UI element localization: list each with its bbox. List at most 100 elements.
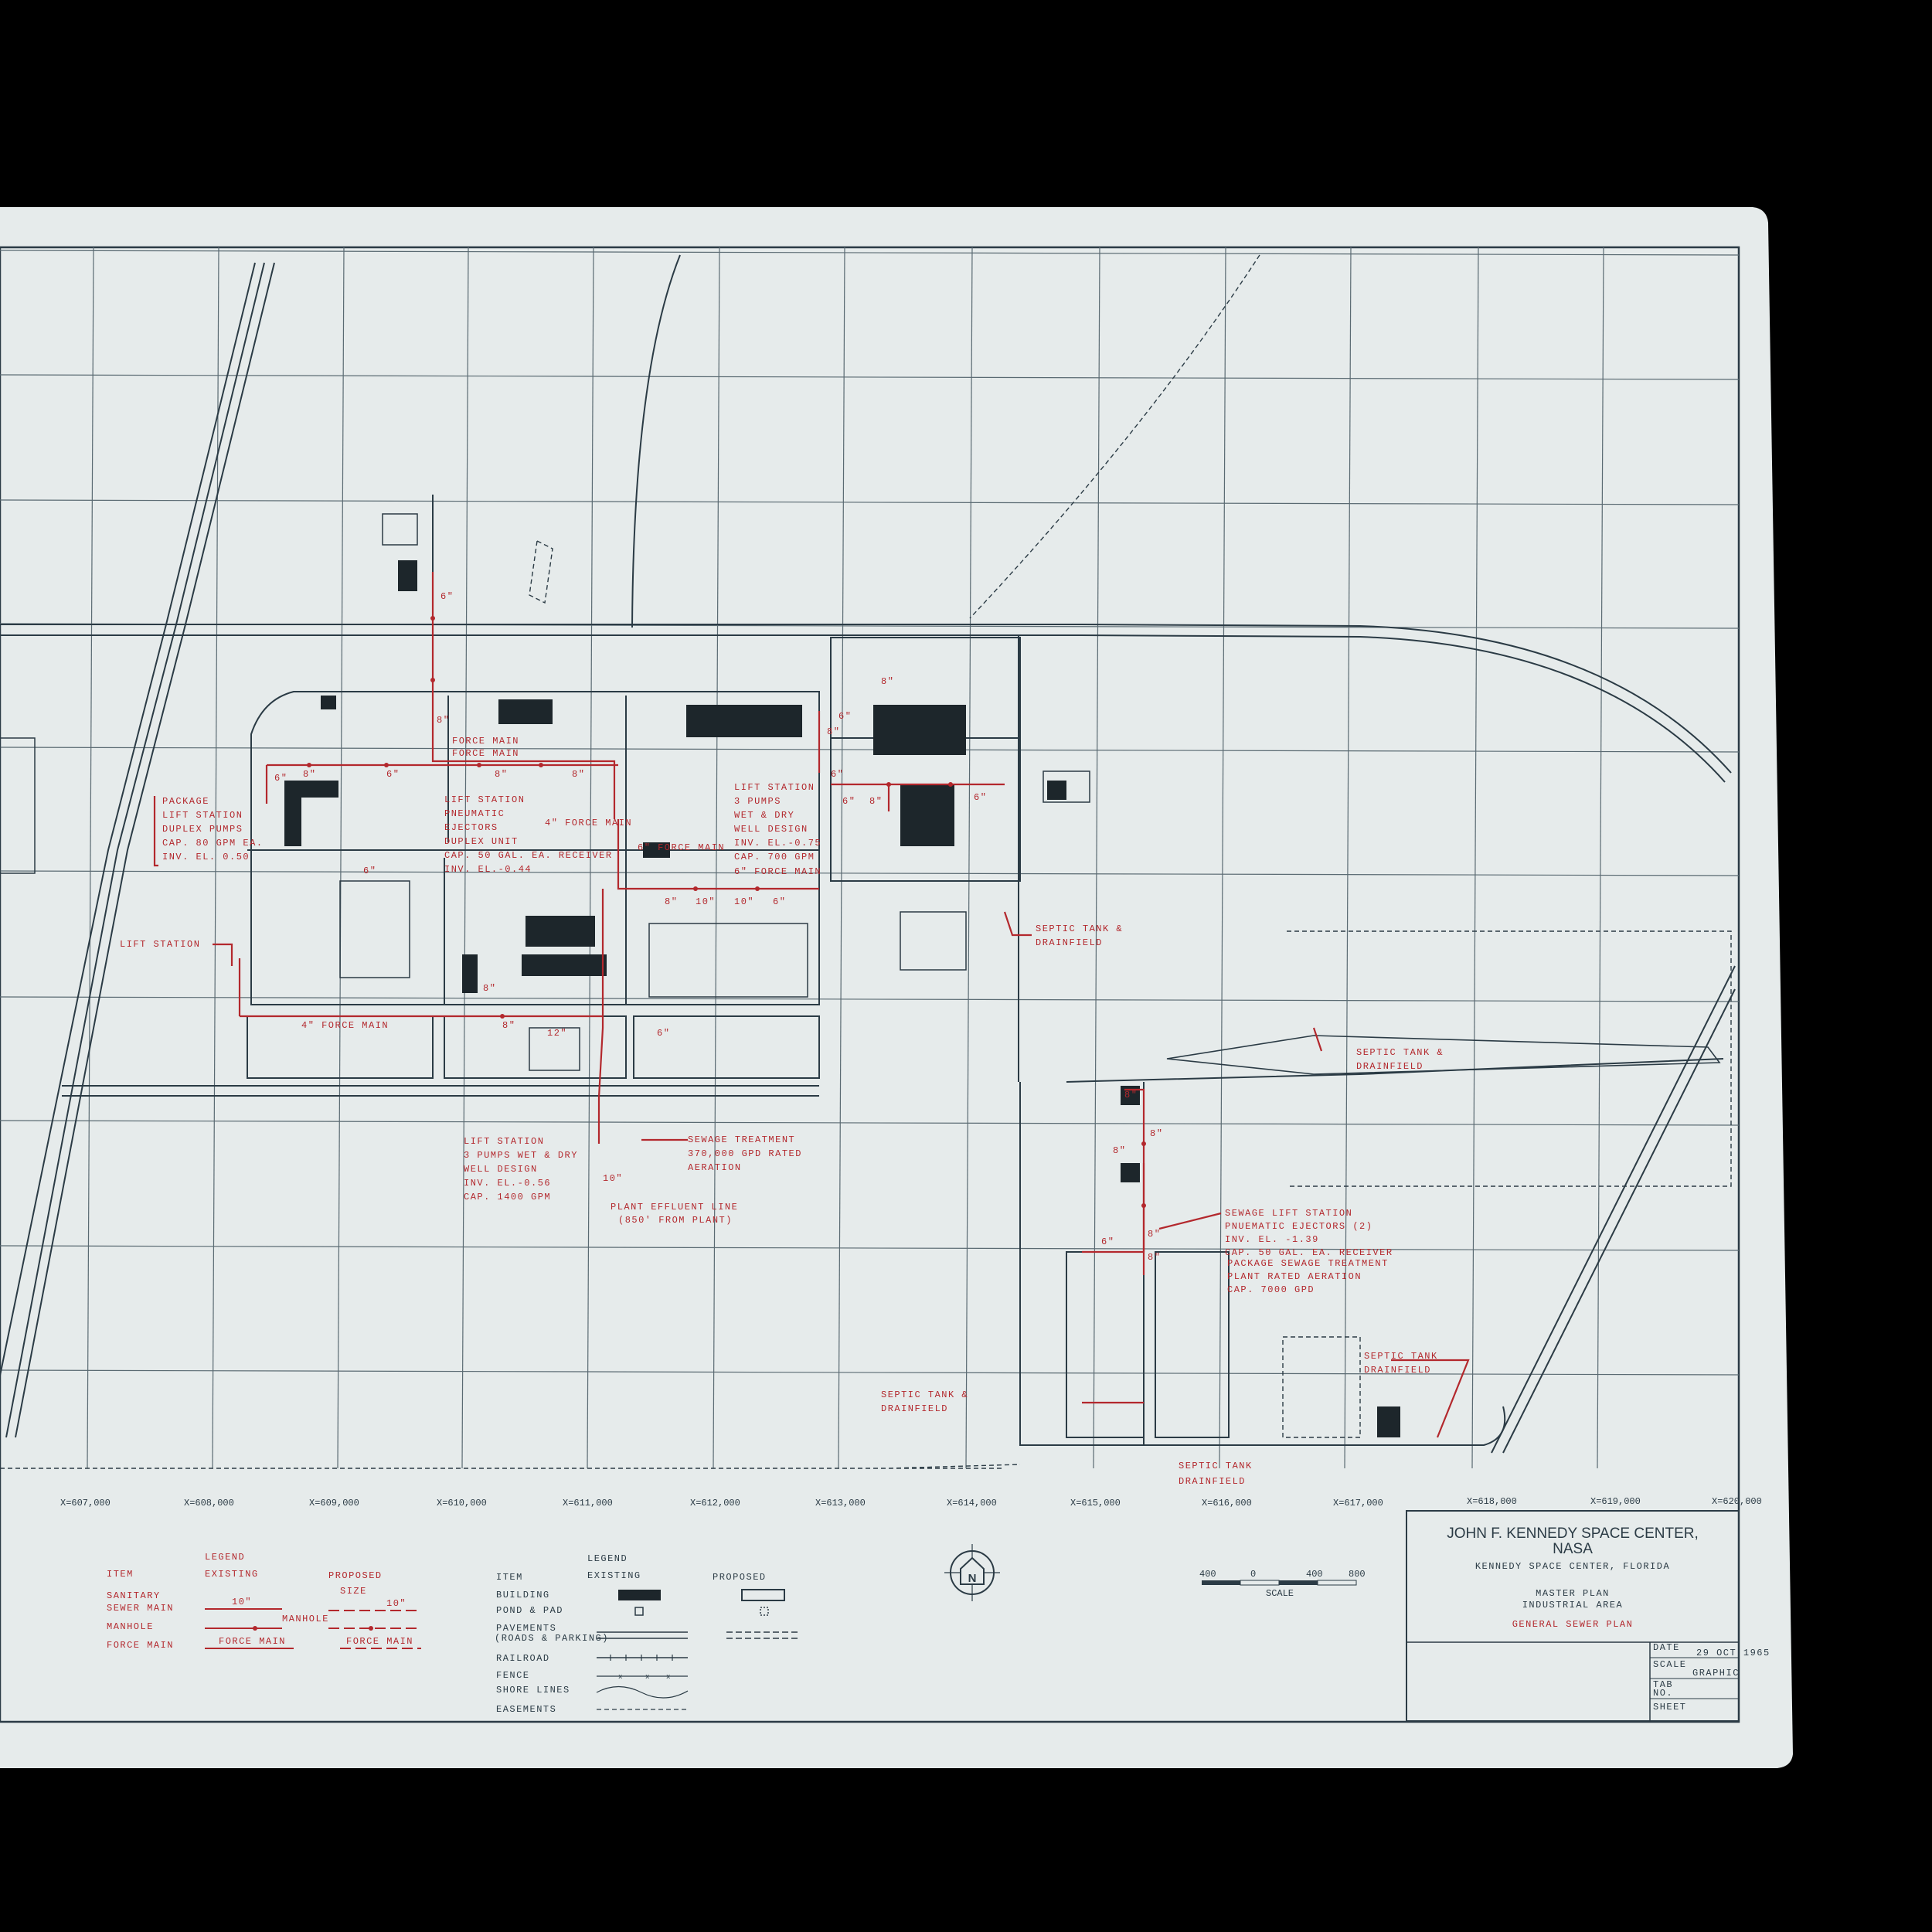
grid-x-label: X=611,000 (563, 1498, 613, 1509)
title-location: KENNEDY SPACE CENTER, FLORIDA (1475, 1561, 1670, 1572)
sewer-row3: FORCE MAIN (107, 1640, 174, 1651)
general-legend: LEGEND ITEM EXISTING PROPOSED BUILDING P… (495, 1553, 800, 1715)
building-outline (529, 1027, 580, 1071)
septic2-label: SEPTIC TANK &DRAINFIELD (1356, 1047, 1444, 1072)
sewer-legend: LEGEND ITEM EXISTING PROPOSED SIZE SANIT… (107, 1552, 421, 1651)
pipe-size: 8" (665, 896, 678, 907)
sewer-row1-existing: 10" (232, 1597, 252, 1607)
building-outline (900, 911, 967, 971)
pipe-size: 8" (437, 715, 450, 726)
manhole (693, 886, 698, 891)
coordinate-grid (0, 247, 1740, 1469)
building-outline (648, 923, 808, 998)
force-main-6b: 6" FORCE MAIN (734, 866, 821, 877)
force-main-top2: FORCE MAIN (452, 748, 519, 759)
road-east-diagonal-b (1502, 988, 1736, 1454)
grid-x-label: X=618,000 (1467, 1496, 1517, 1507)
grid-line-horizontal (0, 747, 1740, 753)
sewer-row3-proposed: FORCE MAIN (346, 1636, 413, 1647)
pipe-size: 6" (974, 792, 987, 803)
grid-x-label: X=610,000 (437, 1498, 487, 1509)
building (398, 560, 417, 591)
road-network (0, 254, 1736, 1454)
manhole (1141, 1141, 1146, 1146)
sewer-row1-proposed: 10" (386, 1598, 406, 1609)
grid-x-label: X=616,000 (1202, 1498, 1252, 1509)
pipe-size: 6" (842, 796, 855, 807)
grid-line-vertical (713, 247, 720, 1469)
leader-pkg-lift (153, 796, 158, 867)
highway-west-a (15, 262, 275, 1438)
building (498, 699, 553, 724)
force-main-mid: 4" FORCE MAIN (545, 818, 632, 828)
pipe-size: 8" (495, 769, 508, 780)
block-outline-nw (247, 696, 819, 1005)
sewer-row2-note: MANHOLE (282, 1614, 329, 1624)
grid-line-vertical (1219, 247, 1226, 1469)
legend-row: FENCE (496, 1670, 530, 1681)
lift-station-label: LIFT STATION (120, 939, 200, 950)
grid-line-vertical (587, 247, 594, 1469)
drawing-border (0, 246, 1740, 1723)
building (873, 705, 966, 755)
building (1377, 1406, 1400, 1437)
pipe-10-label: 10" (603, 1173, 623, 1184)
building-outline (0, 737, 36, 874)
sewer-mains (153, 572, 1470, 1438)
date-value: 29 OCT 1965 (1696, 1648, 1770, 1658)
pad-dotted-north (529, 539, 553, 604)
manhole (755, 886, 760, 891)
highway-west-b (5, 262, 265, 1438)
grid-line-horizontal (0, 870, 1740, 876)
sewer-row1-a: SANITARY (107, 1590, 161, 1601)
manhole (307, 763, 311, 767)
sewer-row1-b: SEWER MAIN (107, 1603, 174, 1614)
manhole (430, 616, 435, 621)
block-outline-main (250, 691, 820, 1005)
scale-tick: 400 (1306, 1569, 1323, 1580)
building-outline (382, 513, 418, 546)
grid-x-label: X=613,000 (815, 1498, 866, 1509)
building-outline (339, 880, 410, 978)
pipe-size: 8" (502, 1020, 515, 1031)
legend-row: RAILROAD (496, 1653, 550, 1664)
plan-line2: INDUSTRIAL AREA (1522, 1600, 1624, 1611)
force-main-4-label: 4" FORCE MAIN (301, 1020, 389, 1031)
grid-line-vertical (1471, 247, 1479, 1469)
title-block: JOHN F. KENNEDY SPACE CENTER, NASA KENNE… (1406, 1510, 1770, 1722)
tab-label: TAB (1653, 1679, 1673, 1690)
pipe-size: 8" (881, 676, 894, 687)
grid-x-label: X=608,000 (184, 1498, 234, 1509)
general-legend-title: LEGEND (587, 1553, 628, 1564)
manhole (539, 763, 543, 767)
building (462, 954, 478, 993)
building (321, 696, 336, 709)
general-legend-existing: EXISTING (587, 1570, 641, 1581)
legend-row: BUILDING (496, 1590, 550, 1600)
pipe-size: 6" (1101, 1236, 1114, 1247)
pipe-size: 10" (696, 896, 716, 907)
septic4-label: SEPTIC TANK &DRAINFIELD (881, 1389, 968, 1414)
legend-row: PAVEMENTS (496, 1623, 556, 1634)
general-legend-item: ITEM (496, 1572, 523, 1583)
main-east-west-road-south (0, 634, 1726, 783)
leader-septic1 (1003, 911, 1032, 937)
building (522, 954, 607, 976)
sewer-legend-size: SIZE (340, 1586, 367, 1597)
pipe-size: 12" (547, 1028, 567, 1039)
sewer-legend-existing: EXISTING (205, 1569, 259, 1580)
building (526, 916, 595, 947)
road-to-north-pad (1066, 1058, 1724, 1083)
building-outlines (0, 513, 1090, 1071)
septic1-label: SEPTIC TANK &DRAINFIELD (1036, 923, 1123, 948)
north-arrow-house (960, 1556, 985, 1585)
pipe-size: 8" (1124, 1090, 1138, 1100)
no-label: NO. (1653, 1688, 1673, 1699)
scale-tick: 800 (1349, 1569, 1366, 1580)
